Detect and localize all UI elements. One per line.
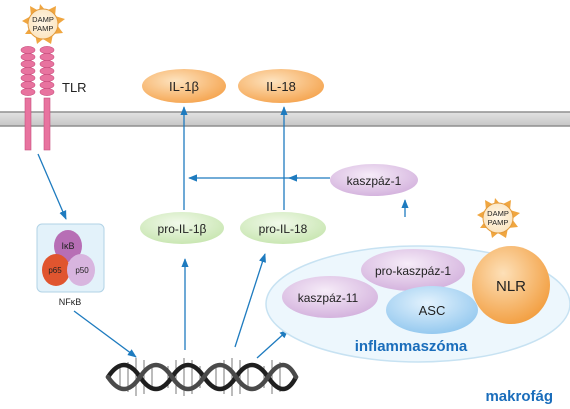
caspase1-node: kaszpáz-1 [330, 164, 418, 196]
nfkb-label: NFκB [59, 297, 82, 307]
pamp-label-top: PAMP [33, 24, 54, 33]
pro-il1b-node: pro-IL-1β [140, 212, 224, 244]
damp-label-right: DAMP [487, 209, 509, 218]
caspase11-node [282, 276, 378, 318]
p50-label: p50 [75, 266, 89, 275]
pro-il18-node: pro-IL-18 [240, 212, 326, 244]
damp-pamp-signal-top: DAMP PAMP [22, 4, 65, 44]
il18-node: IL-18 [238, 69, 324, 103]
caspase1-label: kaszpáz-1 [347, 174, 402, 188]
macrophage-label: makrofág [485, 388, 553, 405]
damp-label-top: DAMP [32, 15, 54, 24]
arrow-nfkb-to-dna [73, 310, 137, 358]
inflammasome-label: inflammaszóma [355, 338, 468, 355]
il1b-node: IL-1β [142, 69, 226, 103]
arrow-dna-to-pro-il18 [234, 253, 266, 348]
il18-label: IL-18 [266, 79, 296, 94]
inflammasome-complex: pro-kaszpáz-1 kaszpáz-11 ASC NLR inflamm… [265, 245, 570, 363]
asc-node [386, 286, 478, 334]
il1b-label: IL-1β [169, 79, 199, 94]
pro-il18-label: pro-IL-18 [259, 222, 308, 236]
asc-label: ASC [419, 303, 446, 318]
dna-helix [105, 358, 299, 396]
cell-membrane [0, 111, 570, 127]
p65-label: p65 [48, 266, 62, 275]
nlr-node [472, 246, 550, 324]
arrow-tlr-to-nfkb [37, 153, 67, 220]
tlr-receptor: TLR [20, 46, 87, 151]
pro-caspase1-label: pro-kaszpáz-1 [375, 264, 451, 278]
damp-pamp-signal-right: DAMP PAMP [477, 198, 520, 238]
tlr-label: TLR [62, 80, 87, 95]
pamp-label-right: PAMP [488, 218, 509, 227]
caspase11-label: kaszpáz-11 [298, 291, 359, 305]
pro-caspase1-node [361, 249, 465, 291]
ikb-label: IκB [61, 241, 74, 251]
nfkb-complex: IκB p65 p50 NFκB [36, 223, 105, 307]
pro-il1b-label: pro-IL-1β [158, 222, 207, 236]
nlr-label: NLR [496, 278, 526, 295]
arrow-dna-to-inflammasome [256, 329, 289, 359]
